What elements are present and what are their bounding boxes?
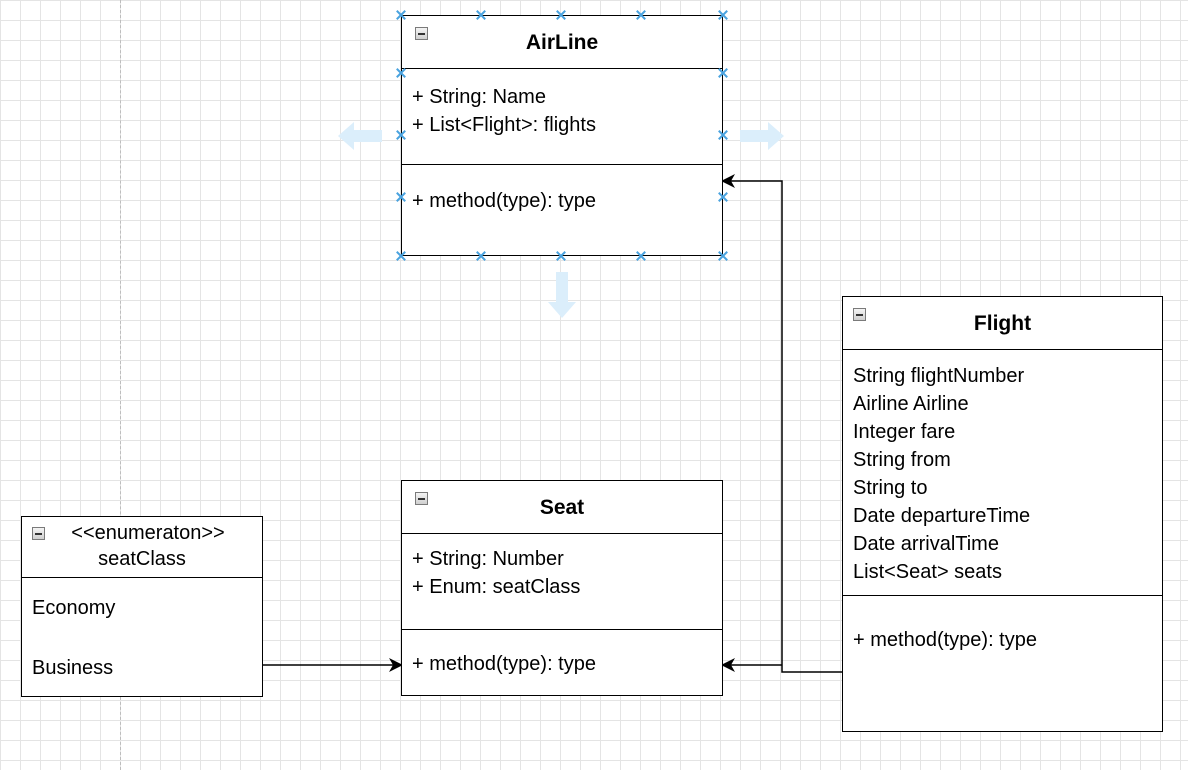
selection-handle-icon[interactable] <box>556 10 566 20</box>
collapse-icon[interactable] <box>415 492 428 505</box>
seatclass-enum[interactable]: <<enumeraton>> seatClass Economy Busines… <box>21 516 263 697</box>
enum-value: Economy <box>32 597 116 619</box>
collapse-icon[interactable] <box>853 308 866 321</box>
collapse-icon[interactable] <box>415 27 428 40</box>
selection-handle-icon[interactable] <box>476 10 486 20</box>
seat-class-header[interactable]: Seat <box>402 481 722 534</box>
selection-handle-icon[interactable] <box>718 68 728 78</box>
airline-method: + method(type): type <box>412 190 596 212</box>
airline-attributes[interactable]: + String: Name + List<Flight>: flights <box>402 69 722 164</box>
flight-to-airline-connector[interactable] <box>721 174 842 673</box>
selection-handle-icon[interactable] <box>396 10 406 20</box>
selection-handle-icon[interactable] <box>636 251 646 261</box>
selection-handle-icon[interactable] <box>718 130 728 140</box>
enum-values[interactable]: Economy Business <box>22 578 262 696</box>
selection-handle-icon[interactable] <box>476 251 486 261</box>
flight-attribute: Airline Airline <box>853 393 969 415</box>
selection-handle-icon[interactable] <box>718 10 728 20</box>
selection-handle-icon[interactable] <box>396 130 406 140</box>
selection-handle-icon[interactable] <box>556 251 566 261</box>
hover-arrow-down-icon[interactable] <box>546 270 578 320</box>
enum-stereotype: <<enumeraton>> <box>71 522 225 544</box>
seat-method: + method(type): type <box>412 653 596 675</box>
flight-attribute: String to <box>853 477 928 499</box>
selection-handle-icon[interactable] <box>396 68 406 78</box>
selection-handle-icon[interactable] <box>396 192 406 202</box>
airline-methods[interactable]: + method(type): type <box>402 164 722 255</box>
airline-class-header[interactable]: AirLine <box>402 16 722 69</box>
flight-attribute: String flightNumber <box>853 365 1025 387</box>
flight-attribute: String from <box>853 449 951 471</box>
selection-handle-icon[interactable] <box>718 192 728 202</box>
flight-methods[interactable]: + method(type): type <box>843 595 1162 730</box>
seat-attribute: + Enum: seatClass <box>412 576 581 598</box>
airline-class-name: AirLine <box>525 31 599 54</box>
hover-arrow-left-icon[interactable] <box>336 120 384 152</box>
selection-handle-icon[interactable] <box>636 10 646 20</box>
flight-class-name: Flight <box>973 312 1032 335</box>
hover-arrow-right-icon[interactable] <box>738 120 786 152</box>
seat-attributes[interactable]: + String: Number + Enum: seatClass <box>402 534 722 629</box>
collapse-icon[interactable] <box>32 527 45 540</box>
selection-handle-icon[interactable] <box>396 251 406 261</box>
flight-class-header[interactable]: Flight <box>843 297 1162 350</box>
flight-attribute: List<Seat> seats <box>853 561 1002 583</box>
flight-attributes[interactable]: String flightNumber Airline Airline Inte… <box>843 350 1162 595</box>
seat-methods[interactable]: + method(type): type <box>402 629 722 694</box>
flight-attribute: Date arrivalTime <box>853 533 999 555</box>
flight-attribute: Date departureTime <box>853 505 1031 527</box>
seatclass-enum-header[interactable]: <<enumeraton>> seatClass <box>22 517 262 578</box>
enum-value: Business <box>32 657 114 679</box>
page-break-line <box>120 0 121 770</box>
selection-handle-icon[interactable] <box>718 251 728 261</box>
seat-attribute: + String: Number <box>412 548 564 570</box>
seat-class-name: Seat <box>539 496 585 519</box>
airline-class[interactable]: AirLine + String: Name + List<Flight>: f… <box>401 15 723 256</box>
flight-method: + method(type): type <box>853 629 1037 651</box>
enum-name: seatClass <box>98 548 186 570</box>
flight-class[interactable]: Flight String flightNumber Airline Airli… <box>842 296 1163 732</box>
airline-attribute: + List<Flight>: flights <box>412 114 596 136</box>
seat-class[interactable]: Seat + String: Number + Enum: seatClass … <box>401 480 723 696</box>
flight-attribute: Integer fare <box>853 421 956 443</box>
airline-attribute: + String: Name <box>412 86 546 108</box>
